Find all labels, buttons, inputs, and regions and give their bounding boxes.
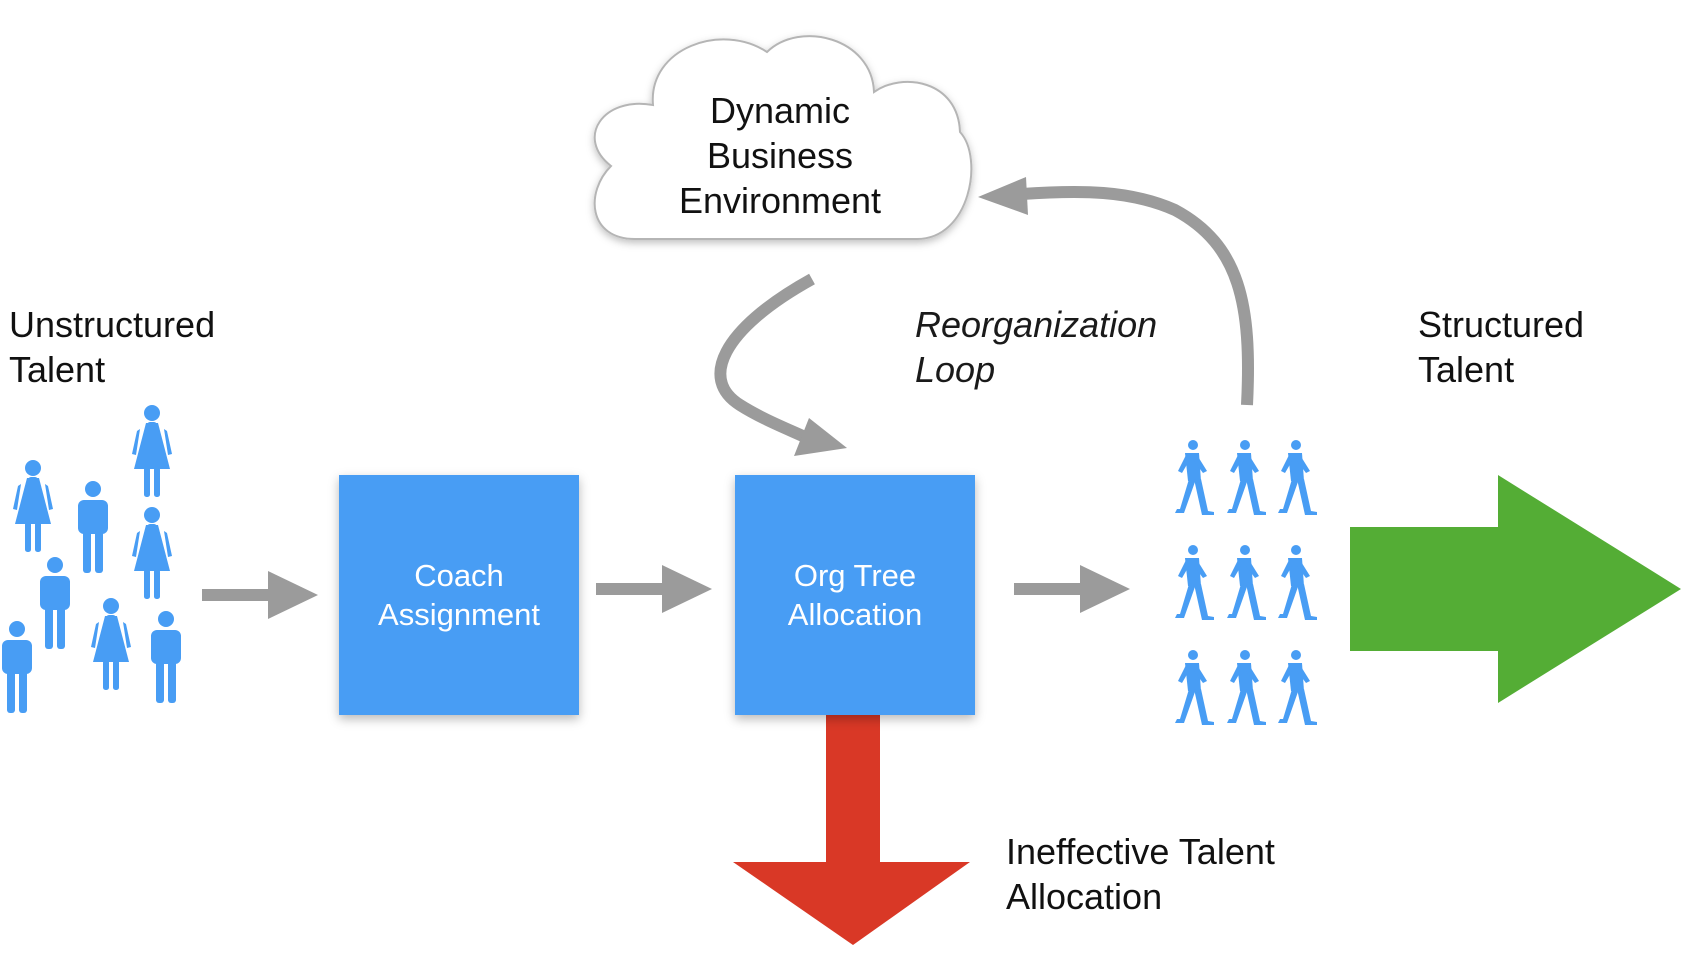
walking-person-icon [1175,545,1214,620]
structured-people-group [1175,440,1317,725]
cloud-shape [593,35,973,240]
ineffective-talent-allocation-line-2: Allocation [1006,876,1163,917]
ineffective-talent-allocation-line-1: Ineffective Talent [1006,831,1275,872]
structured-talent-label: Structured Talent [1418,302,1584,392]
arrow-reorganization-loop [978,177,1255,406]
standing-person-icon [132,507,172,599]
cloud-label-line-3: Environment [678,180,882,221]
org-tree-allocation-line-2: Allocation [787,597,923,632]
unstructured-talent-line-1: Unstructured [9,304,216,345]
org-tree-allocation-line-1: Org Tree [793,558,917,593]
unstructured-people-group [2,405,181,713]
arrow-people-to-coach [202,571,318,619]
walking-person-icon [1227,545,1266,620]
reorganization-loop-line-2: Loop [915,349,996,390]
unstructured-talent-line-2: Talent [9,349,106,390]
standing-person-icon [132,405,172,497]
loss-arrow [733,715,970,945]
standing-person-icon [78,481,108,573]
output-arrow [1350,475,1681,703]
cloud-label-line-1: Dynamic [709,90,851,131]
org-tree-allocation-box: Org Tree Allocation [735,475,975,715]
walking-person-icon [1227,650,1266,725]
standing-person-icon [91,598,131,690]
walking-person-icon [1278,545,1317,620]
structured-talent-line-2: Talent [1418,349,1515,390]
cloud-label-line-2: Business [706,135,854,176]
arrow-environment-to-org-tree [714,273,847,456]
walking-person-icon [1227,440,1266,515]
coach-assignment-line-1: Coach [414,558,504,593]
arrow-org-tree-to-structured-people [1014,565,1130,613]
ineffective-talent-allocation-label: Ineffective Talent Allocation [1006,829,1275,919]
standing-person-icon [40,557,70,649]
structured-talent-line-1: Structured [1418,304,1585,345]
standing-person-icon [13,460,53,552]
walking-person-icon [1278,440,1317,515]
coach-assignment-line-2: Assignment [378,597,540,632]
cloud-label: Dynamic Business Environment [660,88,900,223]
walking-person-icon [1175,440,1214,515]
reorganization-loop-label: Reorganization Loop [915,302,1157,392]
walking-person-icon [1175,650,1214,725]
standing-person-icon [2,621,32,713]
arrow-coach-to-org-tree [596,565,712,613]
unstructured-talent-label: Unstructured Talent [9,302,215,392]
standing-person-icon [151,611,181,703]
walking-person-icon [1278,650,1317,725]
coach-assignment-box: Coach Assignment [339,475,579,715]
reorganization-loop-line-1: Reorganization [915,304,1158,345]
